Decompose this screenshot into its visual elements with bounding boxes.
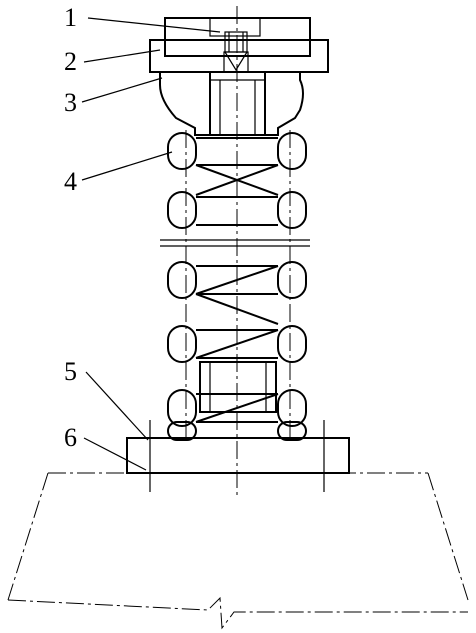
part-4-spring [160,132,310,441]
label-2: 2 [64,47,77,76]
part-3-spring-seat [159,71,304,136]
label-5: 5 [64,357,77,386]
part-5-6-base [126,420,350,492]
centerlines [185,6,291,498]
leader-lines [81,17,221,471]
foundation [7,472,469,630]
part-2-flange-plate [149,39,329,73]
label-6: 6 [64,423,77,452]
label-4: 4 [64,167,77,196]
label-1: 1 [64,3,77,32]
label-3: 3 [64,88,77,117]
part-labels: 1 2 3 4 5 6 [64,3,77,452]
